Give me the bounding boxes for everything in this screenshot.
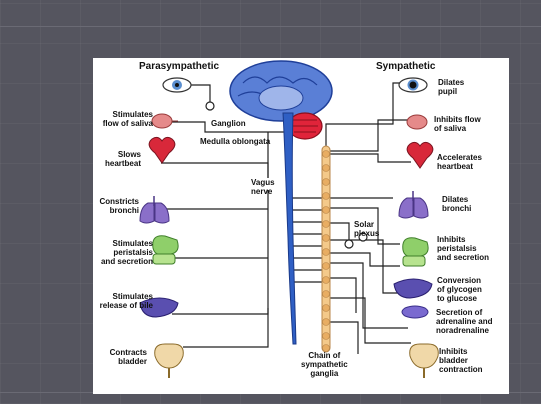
parasympathetic-connectors [157, 84, 298, 348]
parasympathetic-effect-saliva: Stimulates flow of saliva [102, 110, 153, 128]
parasympathetic-effect-bile: Stimulates release of bile [99, 292, 153, 310]
chain-of-ganglia-label: Chain of sympathetic ganglia [301, 351, 348, 378]
nervous-system-diagram: Parasympathetic Sympathetic Ganglion Med… [93, 58, 509, 394]
left-eye-illustration [162, 77, 192, 93]
right-salivary-gland-illustration [406, 114, 428, 130]
right-stomach-intestine-illustration [402, 237, 429, 267]
solar-plexus-label: Solar plexus [354, 220, 380, 238]
ganglion-markers [205, 101, 368, 249]
left-bladder-illustration [154, 343, 184, 378]
brain-illustration [229, 60, 333, 140]
left-liver-illustration [139, 297, 179, 318]
sympathetic-effect-bronchi: Dilates bronchi [442, 195, 472, 213]
sympathetic-effect-bladder: Inhibits bladder contraction [439, 347, 483, 374]
slide-top-rule [0, 26, 541, 27]
ganglion-label: Ganglion [211, 119, 246, 128]
parasympathetic-effect-peristalsis: Stimulates peristalsis and secretion [100, 239, 153, 266]
left-heart-illustration [148, 136, 176, 164]
spinal-cord [282, 112, 297, 345]
right-liver-illustration [393, 278, 433, 299]
sympathetic-effect-glycogen: Conversion of glycogen to glucose [437, 276, 482, 303]
parasympathetic-header: Parasympathetic [139, 61, 220, 72]
sympathetic-effect-pupil: Dilates pupil [438, 78, 465, 96]
right-bladder-illustration [409, 343, 439, 378]
right-lungs-illustration [398, 191, 429, 219]
diagram-artwork [139, 60, 439, 378]
parasympathetic-effect-bronchi: Constricts bronchi [99, 197, 139, 215]
sympathetic-connectors [290, 82, 411, 354]
sympathetic-ganglia-chain [321, 145, 331, 353]
sympathetic-effect-adrenaline: Secretion of adrenaline and noradrenalin… [436, 308, 493, 335]
parasympathetic-effect-bladder: Contracts bladder [109, 348, 147, 366]
sympathetic-header: Sympathetic [376, 61, 436, 72]
sympathetic-effect-saliva: Inhibits flow of saliva [434, 115, 481, 133]
sympathetic-effect-peristalsis: Inhibits peristalsis and secretion [437, 235, 490, 262]
medulla-oblongata-label: Medulla oblongata [200, 137, 271, 146]
parasympathetic-effect-heartbeat: Slows heartbeat [104, 150, 141, 168]
left-lungs-illustration [139, 196, 170, 224]
right-eye-illustration [398, 77, 428, 93]
sympathetic-effect-heartbeat: Accelerates heartbeat [437, 153, 482, 171]
vagus-nerve-label: Vagus nerve [251, 178, 275, 196]
right-kidney-illustration [401, 305, 429, 319]
right-heart-illustration [406, 141, 434, 169]
left-salivary-gland-illustration [151, 113, 178, 129]
left-stomach-intestine-illustration [152, 235, 179, 265]
